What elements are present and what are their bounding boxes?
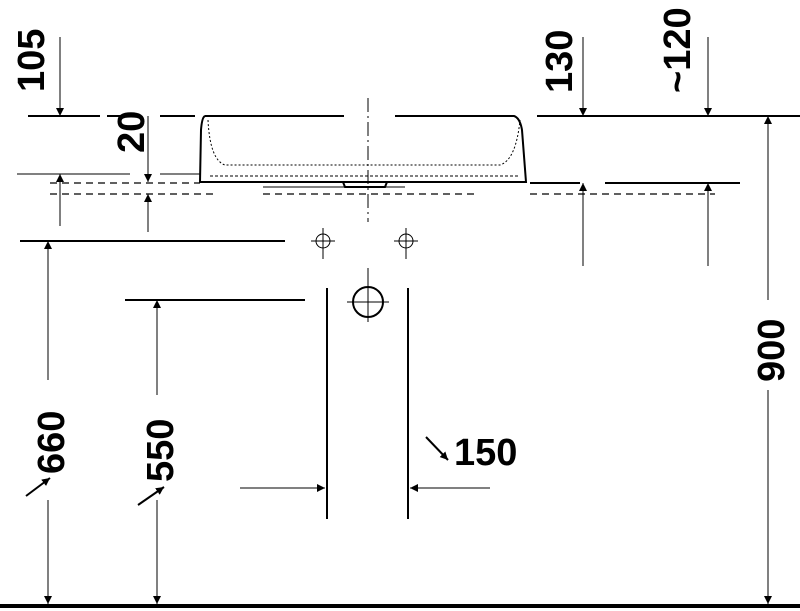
dim-900: 900 [751,319,793,382]
dim-130: 130 [539,30,581,93]
dim-660: 660 [31,411,73,474]
dim-20: 20 [111,111,153,153]
dim-105: 105 [11,29,53,92]
dim-150: 150 [454,432,517,474]
drain-outlet [342,181,388,188]
basin-side-view [198,98,528,222]
dimension-arrows [25,37,772,604]
supply-connection-left-icon [311,228,335,259]
drain-connection-icon [347,268,389,322]
dim-550: 550 [140,419,182,482]
dim-120: ~120 [657,7,699,93]
supply-connection-right-icon [394,228,418,259]
counter-lines [17,173,740,195]
